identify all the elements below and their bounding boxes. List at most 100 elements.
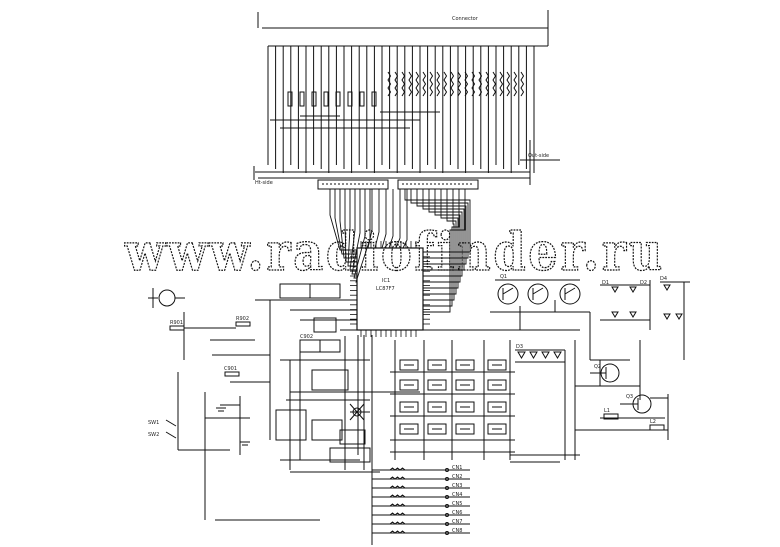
output-connector-label: CN2 bbox=[452, 474, 462, 480]
bottom-resistor-ladder bbox=[372, 467, 440, 534]
label-l2: L2 bbox=[650, 419, 656, 425]
route-line bbox=[334, 189, 357, 255]
resistor bbox=[401, 71, 406, 97]
resistor bbox=[371, 91, 377, 107]
right-circuitry bbox=[420, 279, 690, 463]
main-ic bbox=[350, 241, 430, 337]
route-line bbox=[423, 189, 460, 307]
label-sw2: SW2 bbox=[148, 432, 159, 438]
grid-component bbox=[399, 379, 419, 391]
ladder-resistor bbox=[389, 476, 406, 480]
route-line bbox=[351, 189, 361, 275]
output-connector-label: CN3 bbox=[452, 483, 462, 489]
resistor bbox=[443, 71, 448, 97]
route-line bbox=[423, 189, 459, 289]
resistor bbox=[450, 71, 455, 97]
output-connector-label: CN6 bbox=[452, 510, 462, 516]
route-line bbox=[423, 189, 463, 277]
grid-component bbox=[427, 423, 447, 435]
grid-component bbox=[487, 423, 507, 435]
ic-part-number: LC87F7 bbox=[376, 286, 395, 292]
left-connector-block bbox=[317, 179, 389, 190]
grid-component bbox=[399, 423, 419, 435]
output-connector-label: CN1 bbox=[452, 465, 462, 471]
output-node bbox=[445, 531, 449, 535]
resistor bbox=[485, 71, 490, 97]
grid-component bbox=[455, 423, 475, 435]
ladder-resistor bbox=[389, 512, 406, 516]
route-line bbox=[423, 189, 457, 295]
resistor bbox=[499, 71, 504, 97]
right-bus-label: Out-side bbox=[528, 153, 549, 159]
grid-component bbox=[455, 379, 475, 391]
label-c901: C901 bbox=[224, 366, 237, 372]
route-line bbox=[367, 189, 373, 249]
resistor bbox=[347, 91, 353, 107]
resistor bbox=[464, 71, 469, 97]
resistor bbox=[323, 91, 329, 107]
output-node bbox=[445, 522, 449, 526]
label-q3: Q3 bbox=[626, 394, 633, 400]
route-line bbox=[395, 189, 401, 249]
ladder-resistor bbox=[389, 467, 406, 471]
route-line bbox=[353, 189, 366, 279]
route-line bbox=[349, 189, 357, 271]
route-line bbox=[381, 189, 387, 249]
output-node bbox=[445, 495, 449, 499]
grid-component bbox=[427, 359, 447, 371]
resistor bbox=[506, 71, 511, 97]
resistor bbox=[457, 71, 462, 97]
label-r901: R901 bbox=[170, 320, 183, 326]
grid-component bbox=[399, 401, 419, 413]
watermark-text: www.radiofinder.ru bbox=[124, 222, 665, 283]
resistor bbox=[520, 71, 525, 97]
route-line bbox=[423, 189, 466, 313]
ladder-resistor bbox=[389, 521, 406, 525]
output-node bbox=[445, 486, 449, 490]
ladder-resistor bbox=[389, 485, 406, 489]
route-line bbox=[402, 189, 408, 249]
left-circuitry bbox=[148, 288, 320, 521]
resistor bbox=[422, 71, 427, 97]
label-sw1: SW1 bbox=[148, 420, 159, 426]
tap-bus bbox=[253, 111, 560, 185]
label-l1: L1 bbox=[604, 408, 610, 414]
ladder-resistor bbox=[389, 494, 406, 498]
resistor bbox=[287, 91, 293, 107]
grid-component bbox=[427, 379, 447, 391]
ic-label: IC1 bbox=[382, 278, 390, 284]
resistor bbox=[471, 71, 476, 97]
resistor bbox=[429, 71, 434, 97]
output-node bbox=[445, 504, 449, 508]
center-component-grid bbox=[390, 340, 515, 460]
label-d3: D3 bbox=[516, 344, 523, 350]
label-q1: Q1 bbox=[500, 274, 507, 280]
label-r902: R902 bbox=[236, 316, 249, 322]
resistor bbox=[478, 71, 483, 97]
route-line bbox=[339, 189, 357, 259]
output-node bbox=[445, 513, 449, 517]
resistor-array bbox=[287, 71, 525, 107]
resistor bbox=[408, 71, 413, 97]
output-node bbox=[445, 468, 449, 472]
resistor bbox=[492, 71, 497, 97]
grid-component bbox=[455, 359, 475, 371]
grid-component bbox=[455, 401, 475, 413]
ladder-resistor bbox=[389, 530, 406, 534]
label-q2: Q2 bbox=[594, 364, 601, 370]
component-labels: Q1 Q2 Q3 R901 R902 C901 C902 SW1 SW2 D1 … bbox=[148, 274, 667, 438]
bus-drop-lines bbox=[267, 46, 535, 173]
label-d4: D4 bbox=[660, 276, 667, 282]
output-connector-label: CN5 bbox=[452, 501, 462, 507]
left-center-blocks bbox=[275, 283, 420, 545]
output-node bbox=[445, 477, 449, 481]
grid-component bbox=[427, 401, 447, 413]
resistor bbox=[299, 91, 305, 107]
left-bus-label: Ht-side bbox=[255, 180, 273, 186]
route-line bbox=[423, 189, 455, 301]
right-connector-block bbox=[397, 179, 479, 190]
grid-component bbox=[487, 379, 507, 391]
ic-route-lines bbox=[329, 189, 471, 313]
